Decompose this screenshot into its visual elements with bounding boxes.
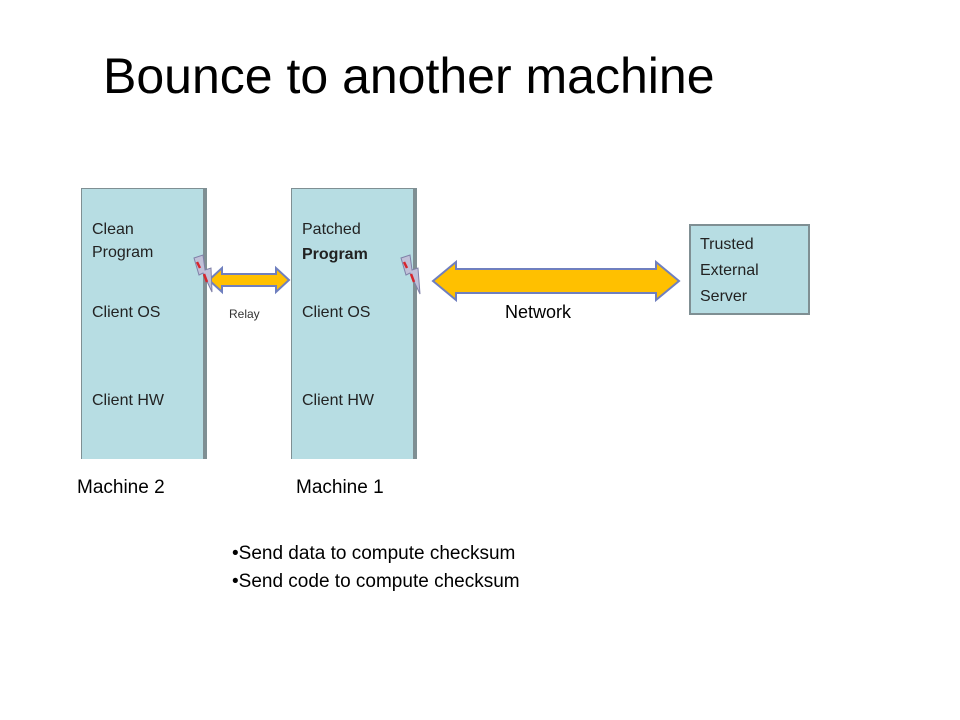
machine-1-program-line1: Patched xyxy=(302,221,361,238)
bullet-item: Send data to compute checksum xyxy=(232,540,520,568)
machine-2-hw: Client HW xyxy=(92,392,165,409)
machine-1-caption: Machine 1 xyxy=(296,477,384,498)
machine-1-program-line2: Program xyxy=(302,246,368,263)
machine-1-os: Client OS xyxy=(302,304,371,321)
lightning-icon-machine-2 xyxy=(193,254,213,293)
bullet-text: Send data to compute checksum xyxy=(238,543,516,564)
machine-1-stack: Patched Program Client OS Client HW xyxy=(291,188,417,459)
machine-2-caption: Machine 2 xyxy=(77,477,165,498)
machine-2-stack: Clean Program Client OS Client HW xyxy=(81,188,207,459)
network-label: Network xyxy=(505,302,572,322)
relay-arrow xyxy=(207,265,291,295)
server-label: Trusted External Server xyxy=(700,236,759,305)
lightning-icon-machine-1 xyxy=(400,254,421,295)
network-arrow xyxy=(431,259,681,303)
relay-label: Relay xyxy=(229,307,260,321)
machine-2-program: Clean Program xyxy=(92,221,154,261)
trusted-external-server-box: Trusted External Server xyxy=(689,224,810,315)
slide-title: Bounce to another machine xyxy=(103,48,715,104)
bullet-text: Send code to compute checksum xyxy=(238,571,520,592)
machine-2-os: Client OS xyxy=(92,304,161,321)
machine-1-hw: Client HW xyxy=(302,392,375,409)
bullet-item: Send code to compute checksum xyxy=(232,568,520,596)
bullet-list: Send data to compute checksum Send code … xyxy=(232,540,520,596)
